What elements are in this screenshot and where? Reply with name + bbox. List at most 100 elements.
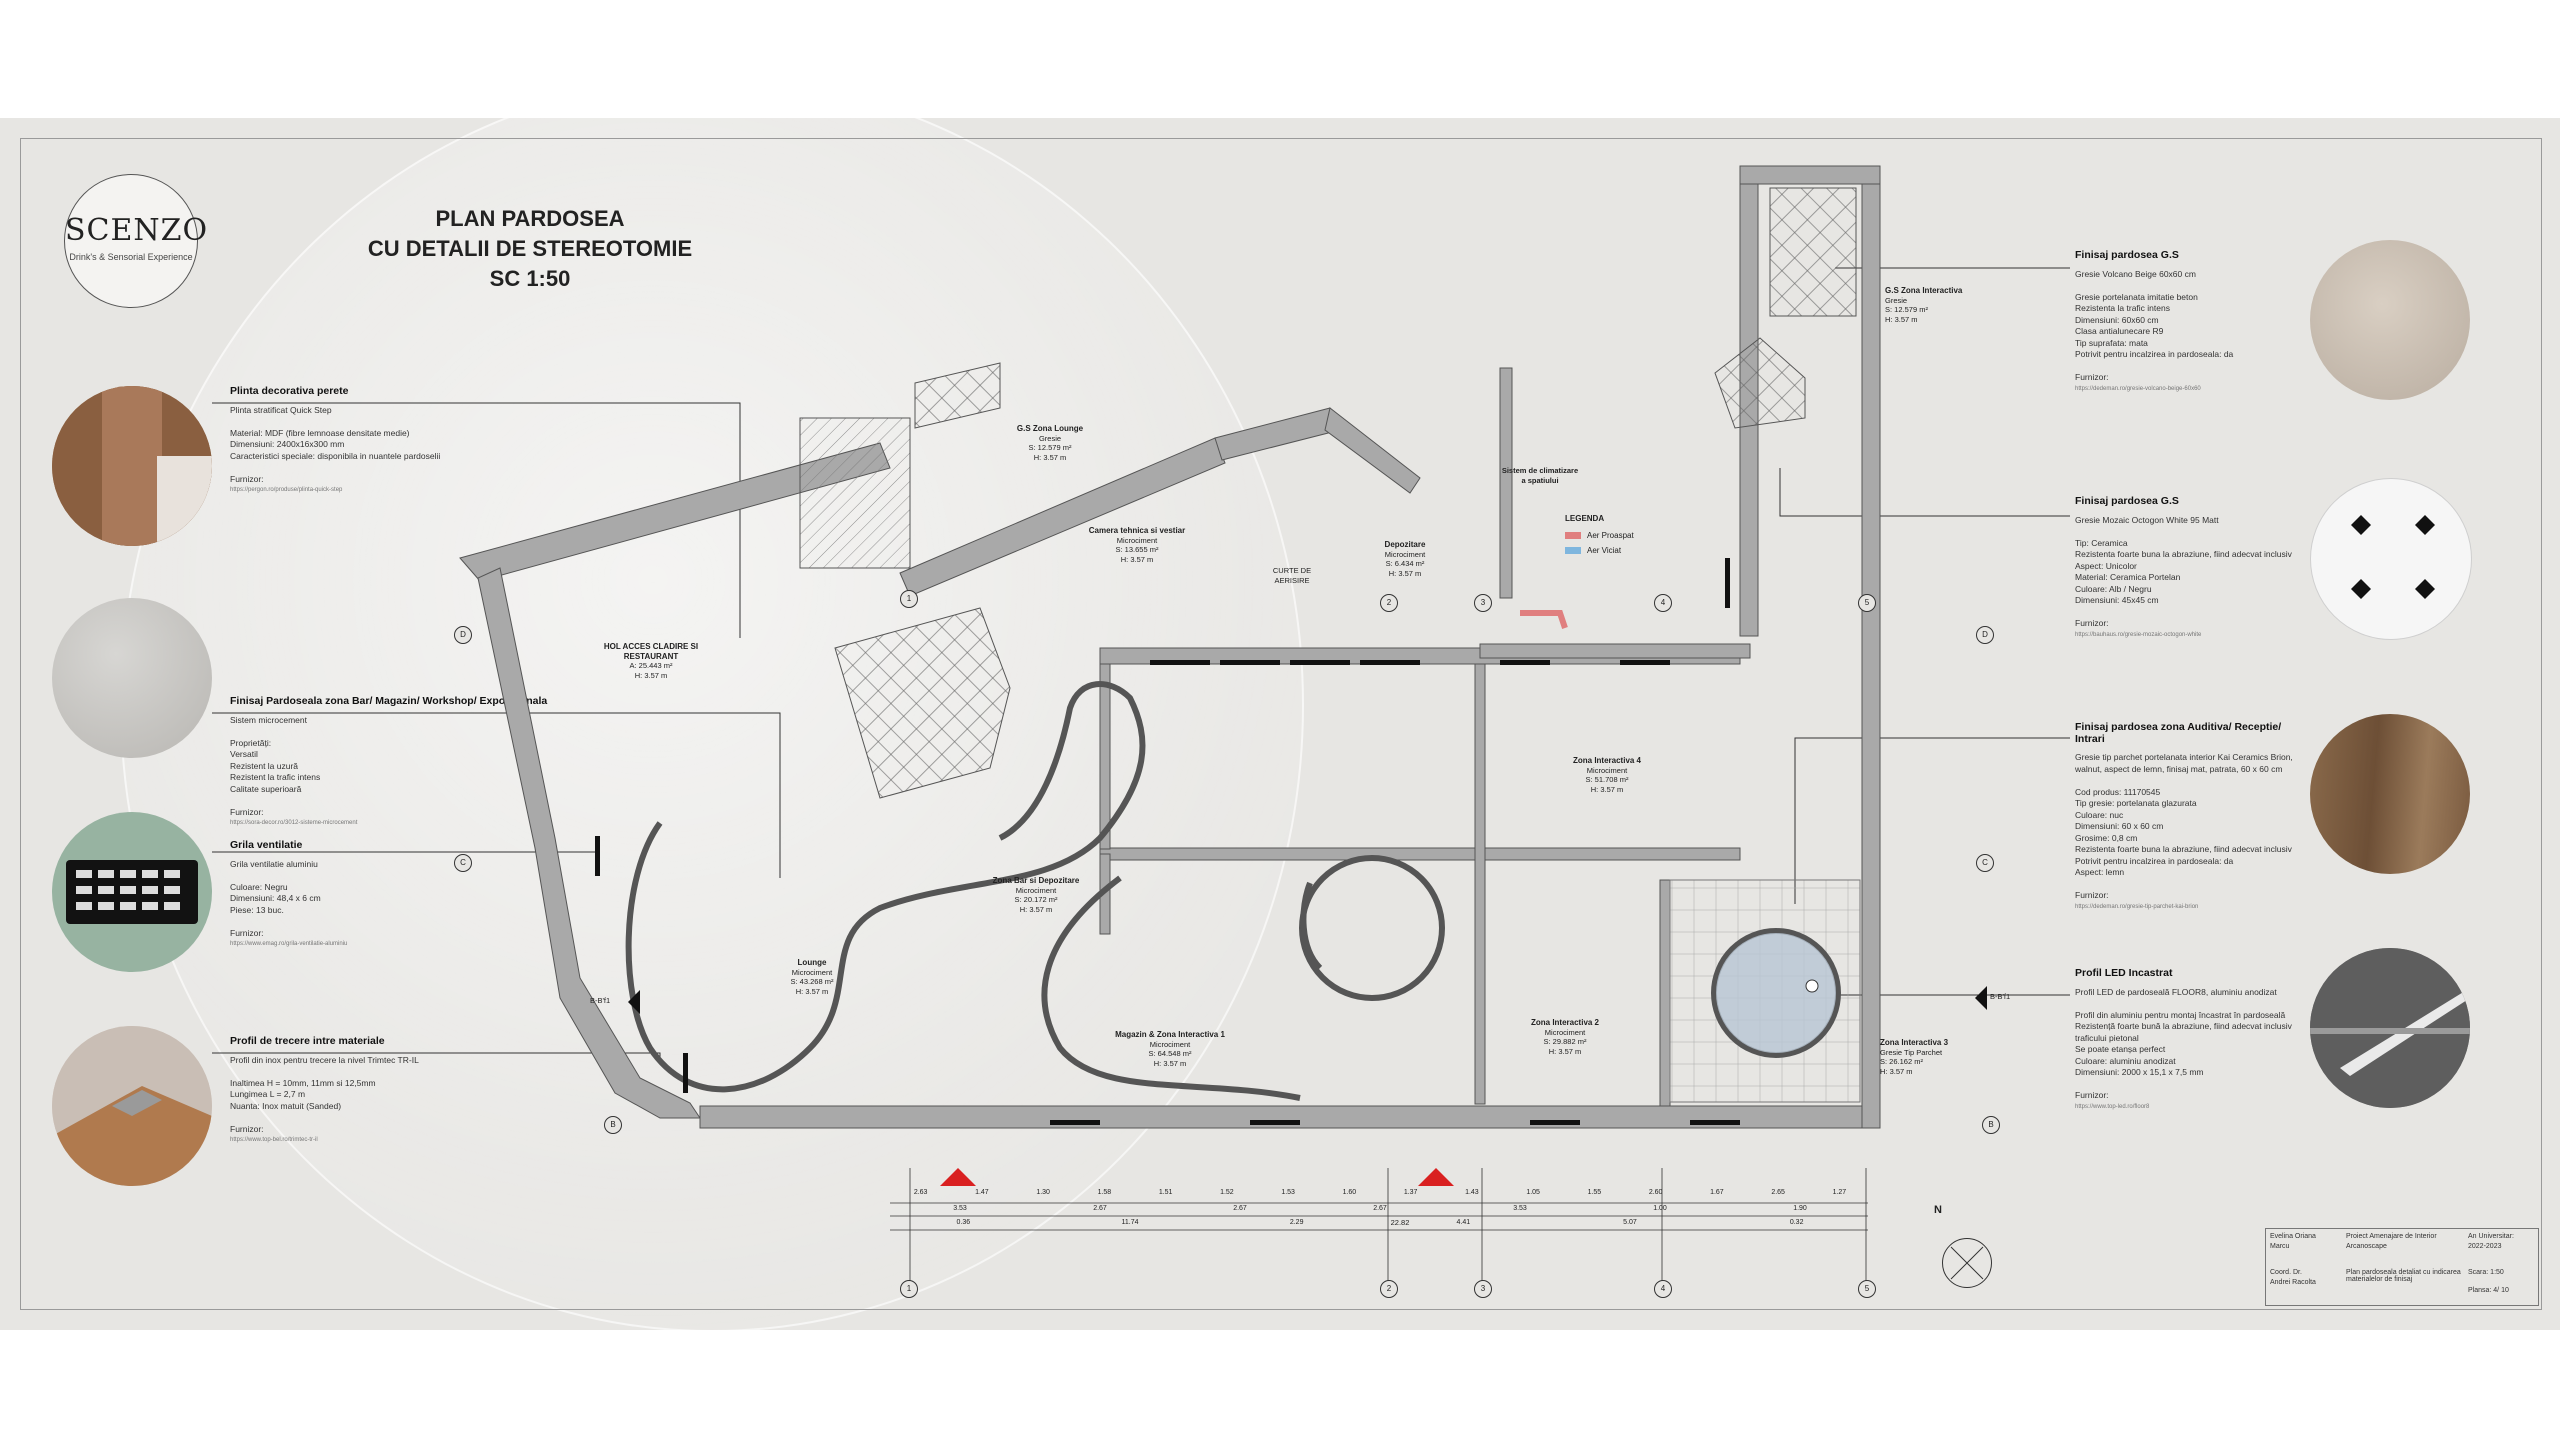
supplier-link[interactable]: https://sora-decor.ro/3012-sisteme-micro… [230, 820, 358, 826]
dimension-value: 2.63 [913, 1189, 928, 1196]
dimension-value: 5.07 [1623, 1219, 1637, 1226]
annotation-line: Dimensiuni: 2400x16x300 mm [230, 439, 345, 449]
room-detail: H: 3.57 m [1880, 1066, 1913, 1076]
room-detail: Microciment [1116, 535, 1158, 545]
grid-axis-label: B [604, 1116, 622, 1134]
stale-air-swatch [1565, 547, 1581, 555]
annotation-line: Rezistenta foarte buna la abraziune, fii… [2075, 844, 2292, 854]
supplier-link[interactable]: https://www.top-led.ro/floor8 [2075, 1103, 2150, 1110]
legend-label: Aer Proaspat [1587, 531, 1634, 540]
walnut-parquet-thumbnail [2310, 714, 2470, 874]
annotation-line: Nuanta: Inox matuit (Sanded) [230, 1100, 342, 1111]
annotation-line: Furnizor: [2075, 372, 2109, 382]
room-detail: H: 3.57 m [1120, 554, 1154, 564]
author-last: Marcu [2270, 1243, 2290, 1250]
room-detail: A: 25.443 m² [629, 661, 673, 670]
mosaic-icon [2351, 515, 2435, 599]
annotation-grill: Grila ventilatie Grila ventilatie alumin… [230, 839, 530, 951]
gs-tile-zone-small [1714, 337, 1806, 429]
north-compass-icon [1942, 1238, 1992, 1288]
grid-axis-label: D [1976, 626, 1994, 644]
grid-axis-label: 4 [1654, 1280, 1672, 1298]
annotation-line: walnut, aspect de lemn, finisaj mat, pat… [2075, 763, 2283, 774]
ventilation-grills [595, 558, 1740, 1125]
floor-plan [212, 165, 2070, 1288]
supplier-link[interactable]: https://www.emag.ro/grila-ventilatie-alu… [230, 941, 348, 947]
annotation-heading: Finisaj pardosea zona Auditiva/ Receptie… [2075, 721, 2282, 745]
annotation-line: Dimensiuni: 2000 x 15,1 x 7,5 mm [2075, 1067, 2204, 1077]
supplier-link[interactable]: https://dedeman.ro/gresie-tip-parchet-ka… [2075, 903, 2199, 910]
dimension-value: 1.27 [1832, 1189, 1847, 1196]
grid-axis-label: D [454, 626, 472, 644]
room-name: Zona Interactiva 3 [1880, 1038, 1949, 1047]
grid-axis-label: 1 [900, 590, 918, 608]
compass-label: N [1934, 1204, 1942, 1216]
room-detail: Microciment [1384, 549, 1426, 559]
dimension-value: 2.67 [1373, 1205, 1387, 1212]
annotation-line: Culoare: Alb / Negru [2075, 583, 2152, 594]
section-arrow-icon [628, 990, 640, 1014]
annotation-line: Furnizor: [230, 473, 264, 484]
supplier-link[interactable]: https://dedeman.ro/gresie-volcano-beige-… [2075, 385, 2201, 392]
annotation-line: Culoare: nuc [2075, 809, 2124, 820]
room-name: G.S Zona Interactiva [1885, 286, 1963, 295]
year-label: An Universitar: [2468, 1233, 2514, 1240]
curved-partitions [625, 681, 1841, 1101]
annotation-line: Dimensiuni: 60x60 cm [2075, 314, 2159, 325]
dimension-value: 3.53 [1513, 1205, 1527, 1212]
annotation-line: Piese: 13 buc. [230, 904, 284, 915]
year-value: 2022-2023 [2468, 1243, 2502, 1250]
annotation-heading: Profil de trecere intre materiale [230, 1035, 385, 1047]
room-detail: S: 26.162 m² [1880, 1057, 1923, 1066]
legend-label: Aer Viciat [1587, 546, 1622, 555]
supplier-link[interactable]: https://www.top-bel.ro/trimtec-tr-il [230, 1137, 318, 1143]
dimension-value: 1.55 [1587, 1189, 1602, 1196]
dimension-value: 1.53 [1281, 1189, 1295, 1196]
annotation-transition-profile: Profil de trecere intre materiale Profil… [230, 1035, 550, 1147]
room-label: CURTE DE AERISIRE [1262, 566, 1322, 585]
grid-axis-label: C [1976, 854, 1994, 872]
annotation-line: Rezistenta foarte buna la abraziune, fii… [2075, 549, 2292, 559]
annotation-line: Dimensiuni: 45x45 cm [2075, 595, 2159, 605]
grid-axis-label: 1 [900, 1280, 918, 1298]
room-detail: H: 3.57 m [1548, 1046, 1582, 1056]
room-detail: Gresie Tip Parchet [1880, 1047, 1943, 1057]
sheet-frame [20, 138, 2542, 1310]
room-detail: S: 51.708 m² [1585, 775, 1629, 784]
scenzo-logo: SCENZO Drink's & Sensorial Experience [64, 174, 207, 308]
dimension-value: 0.32 [1789, 1219, 1804, 1226]
fresh-air-swatch [1565, 532, 1581, 540]
dimension-value: 2.29 [1289, 1219, 1304, 1226]
grid-axis-label: 5 [1858, 594, 1876, 612]
title-line-2: CU DETALII DE STEREOTOMIE [367, 236, 693, 261]
dimension-value: 1.30 [1036, 1189, 1050, 1196]
annotation-heading: Profil LED Incastrat [2075, 967, 2173, 979]
annotation-line: Dimensiuni: 60 x 60 cm [2075, 821, 2164, 831]
room-detail: H: 3.57 m [1033, 452, 1067, 462]
supplier-link[interactable]: https://pergon.ro/produse/plinta-quick-s… [230, 487, 343, 493]
supplier-link[interactable]: https://bauhaus.ro/gresie-mozaic-octogon… [2075, 631, 2202, 638]
annotation-line: Furnizor: [2075, 618, 2109, 628]
annotation-heading: Grila ventilatie [230, 839, 303, 851]
legend-item: Aer Viciat [1565, 546, 1634, 555]
annotation-line: Furnizor: [230, 1123, 264, 1134]
annotation-line: Furnizor: [230, 927, 264, 938]
room-detail: S: 12.579 m² [1885, 305, 1928, 314]
room-name: Camera tehnica si vestiar [1088, 526, 1186, 535]
author-first: Evelina Oriana [2270, 1233, 2316, 1240]
grid-axis-label: 2 [1380, 1280, 1398, 1298]
wood-plinth-thumbnail [52, 386, 212, 546]
room-detail: Gresie [1885, 295, 1908, 305]
annotation-line: Material: Ceramica Portelan [2075, 572, 2181, 582]
led-profile-thumbnail [2310, 948, 2470, 1108]
annotation-line: Rezistent la trafic intens [230, 772, 321, 782]
led-profile-icon [2310, 948, 2470, 1108]
room-detail: S: 6.434 m² [1385, 559, 1425, 568]
annotation-line: Aspect: lemn [2075, 867, 2125, 877]
coordinator-label: Coord. Dr. [2270, 1269, 2302, 1276]
logo-tagline: Drink's & Sensorial Experience [69, 252, 193, 262]
